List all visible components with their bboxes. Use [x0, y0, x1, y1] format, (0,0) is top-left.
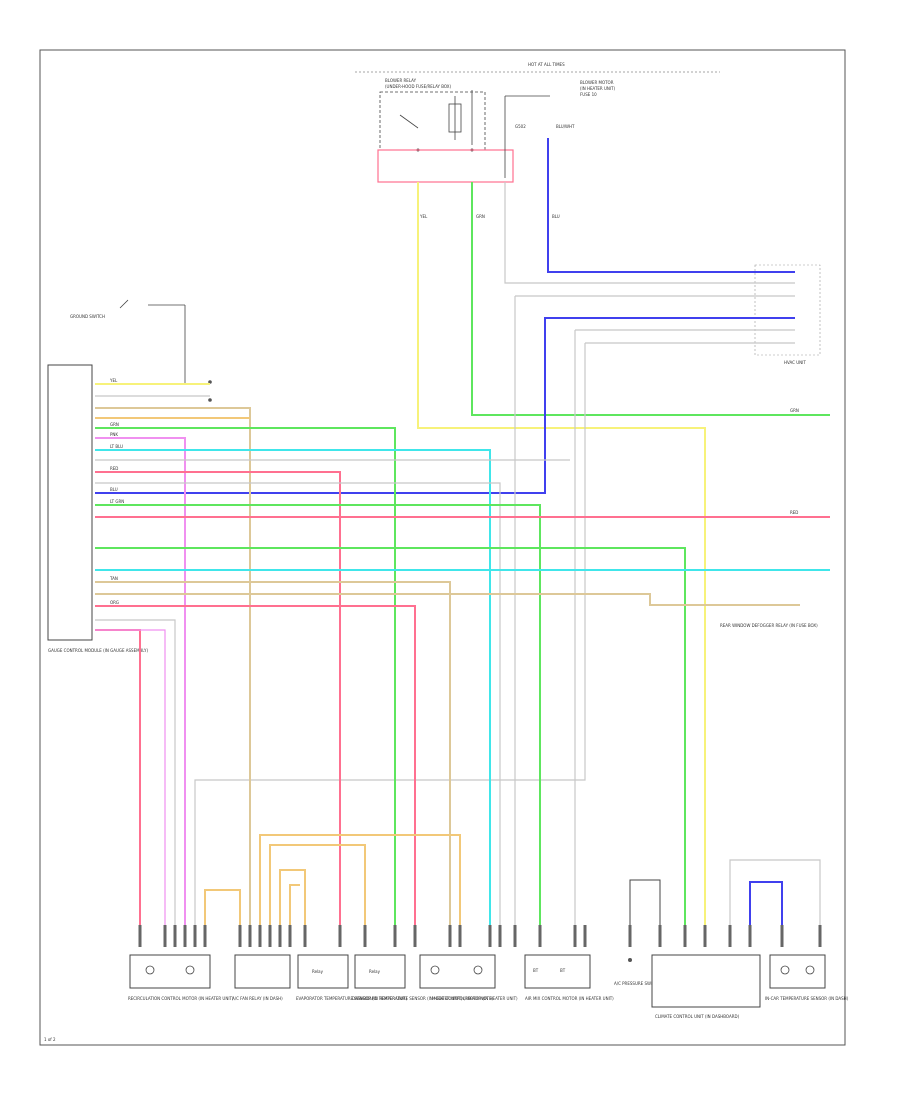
connector-pin	[138, 925, 142, 947]
blower-relay-sublabel: (UNDER-HOOD FUSE/RELAY BOX)	[385, 84, 452, 89]
bottom-components: RECIRCULATION CONTROL MOTOR (IN HEATER U…	[128, 954, 849, 1019]
connector-pin	[728, 925, 732, 947]
dash-sensor-relay-text: Relay	[369, 969, 381, 974]
gauge-control-module-box	[47, 364, 93, 641]
right-connector-box	[754, 264, 821, 356]
connector-pin	[583, 925, 587, 947]
ground-switch: GROUND SWITCH	[70, 299, 186, 385]
connector-pin	[628, 925, 632, 947]
connector-pin	[163, 925, 167, 947]
blower-motor-label: BLOWER MOTOR	[580, 80, 614, 85]
connector-pin	[703, 925, 707, 947]
wire-label-yel-top: YEL	[419, 214, 428, 219]
connector-pin	[513, 925, 517, 947]
connector-pins	[138, 925, 822, 947]
connector-pin	[818, 925, 822, 947]
evap-sensor-relay-text: Relay	[312, 969, 324, 974]
connector-pin	[183, 925, 187, 947]
mode-motor-box	[419, 954, 496, 989]
airmix-bt-a: BT	[533, 968, 539, 973]
connector-pin	[683, 925, 687, 947]
ac-fan-relay-box	[234, 954, 291, 989]
airmix-motor-box	[524, 954, 591, 989]
connector-pin	[203, 925, 207, 947]
wire-label-org: ORG	[110, 600, 119, 605]
connector-pin	[363, 925, 367, 947]
stub-gnd-label: G502	[515, 124, 526, 129]
right-connector-label: REAR WINDOW DEFOGGER RELAY (IN FUSE BOX)	[720, 623, 818, 628]
incar-sensor-label: IN-CAR TEMPERATURE SENSOR (IN DASH)	[765, 996, 849, 1001]
stub-power-label: BLU/WHT	[556, 124, 575, 129]
connector-pin	[458, 925, 462, 947]
connector-pin	[248, 925, 252, 947]
wires	[95, 138, 830, 925]
connector-pin	[538, 925, 542, 947]
connector-pin	[193, 925, 197, 947]
connector-pin	[338, 925, 342, 947]
hvac-unit-label: HVAC UNIT	[784, 360, 806, 365]
diagram-frame	[39, 49, 846, 1046]
mode-motor-label: MODE CONTROL MOTOR (IN HEATER UNIT)	[432, 996, 518, 1001]
connector-pin	[238, 925, 242, 947]
airmix-bt-b: BT	[560, 968, 566, 973]
footer-page: 1 of 2	[44, 1037, 56, 1042]
blower-relay: BLOWER RELAY (UNDER-HOOD FUSE/RELAY BOX)	[379, 78, 486, 152]
connector-pin	[278, 925, 282, 947]
wire-label-blu: BLU	[110, 487, 118, 492]
stub-fuse-label: FUSE 10	[580, 92, 597, 97]
connector-pin	[488, 925, 492, 947]
connector-pin	[258, 925, 262, 947]
wire-label-yel: YEL	[109, 378, 118, 383]
connector-pin	[173, 925, 177, 947]
airmix-motor-label: AIR MIX CONTROL MOTOR (IN HEATER UNIT)	[525, 996, 614, 1001]
ac-fan-relay-label: A/C FAN RELAY (IN DASH)	[232, 996, 283, 1001]
connector-pin	[748, 925, 752, 947]
wire-label-blu-top: BLU	[552, 214, 560, 219]
connector-pin	[413, 925, 417, 947]
blower-relay-red-box	[377, 149, 514, 183]
blower-relay-label: BLOWER RELAY	[385, 78, 417, 83]
wire-label-lt-grn: LT GRN	[110, 499, 124, 504]
dash-sensor-label: DASHBOARD TEMPERATURE SENSOR (IN HEATER …	[352, 996, 494, 1001]
evap-sensor-label: EVAPORATOR TEMPERATURE SENSOR (IN HEATER…	[296, 996, 408, 1001]
blower-motor-sublabel: (IN HEATER UNIT)	[580, 86, 616, 91]
wire-label-lt-blu: LT BLU	[110, 444, 123, 449]
connector-pin	[658, 925, 662, 947]
incar-sensor-box	[769, 954, 826, 989]
hot-label: HOT AT ALL TIMES	[528, 62, 565, 67]
recirc-motor-box	[129, 954, 211, 989]
climate-control-unit-label: CLIMATE CONTROL UNIT (IN DASHBOARD)	[655, 1014, 740, 1019]
dash-sensor-box	[354, 954, 406, 989]
connector-pin	[573, 925, 577, 947]
connector-pin	[303, 925, 307, 947]
connector-pin	[288, 925, 292, 947]
connector-pin	[448, 925, 452, 947]
wire-label-red-right: RED	[790, 510, 798, 515]
wire-label-grn: GRN	[110, 422, 119, 427]
wire-label-grn-right: GRN	[790, 408, 799, 413]
ground-switch-label: GROUND SWITCH	[70, 314, 105, 319]
connector-pin	[498, 925, 502, 947]
wire-label-grn-top: GRN	[476, 214, 485, 219]
connector-pin	[780, 925, 784, 947]
gauge-control-module-label: GAUGE CONTROL MODULE (IN GAUGE ASSEMBLY)	[48, 648, 148, 653]
wire-label-pnk: PNK	[110, 432, 118, 437]
connector-pin	[268, 925, 272, 947]
wire-label-tan: TAN	[109, 576, 118, 581]
climate-control-unit-box	[651, 954, 761, 1008]
wire-label-red: RED	[110, 466, 118, 471]
evap-sensor-box	[297, 954, 349, 989]
connector-pin	[393, 925, 397, 947]
recirc-motor-label: RECIRCULATION CONTROL MOTOR (IN HEATER U…	[128, 996, 234, 1001]
